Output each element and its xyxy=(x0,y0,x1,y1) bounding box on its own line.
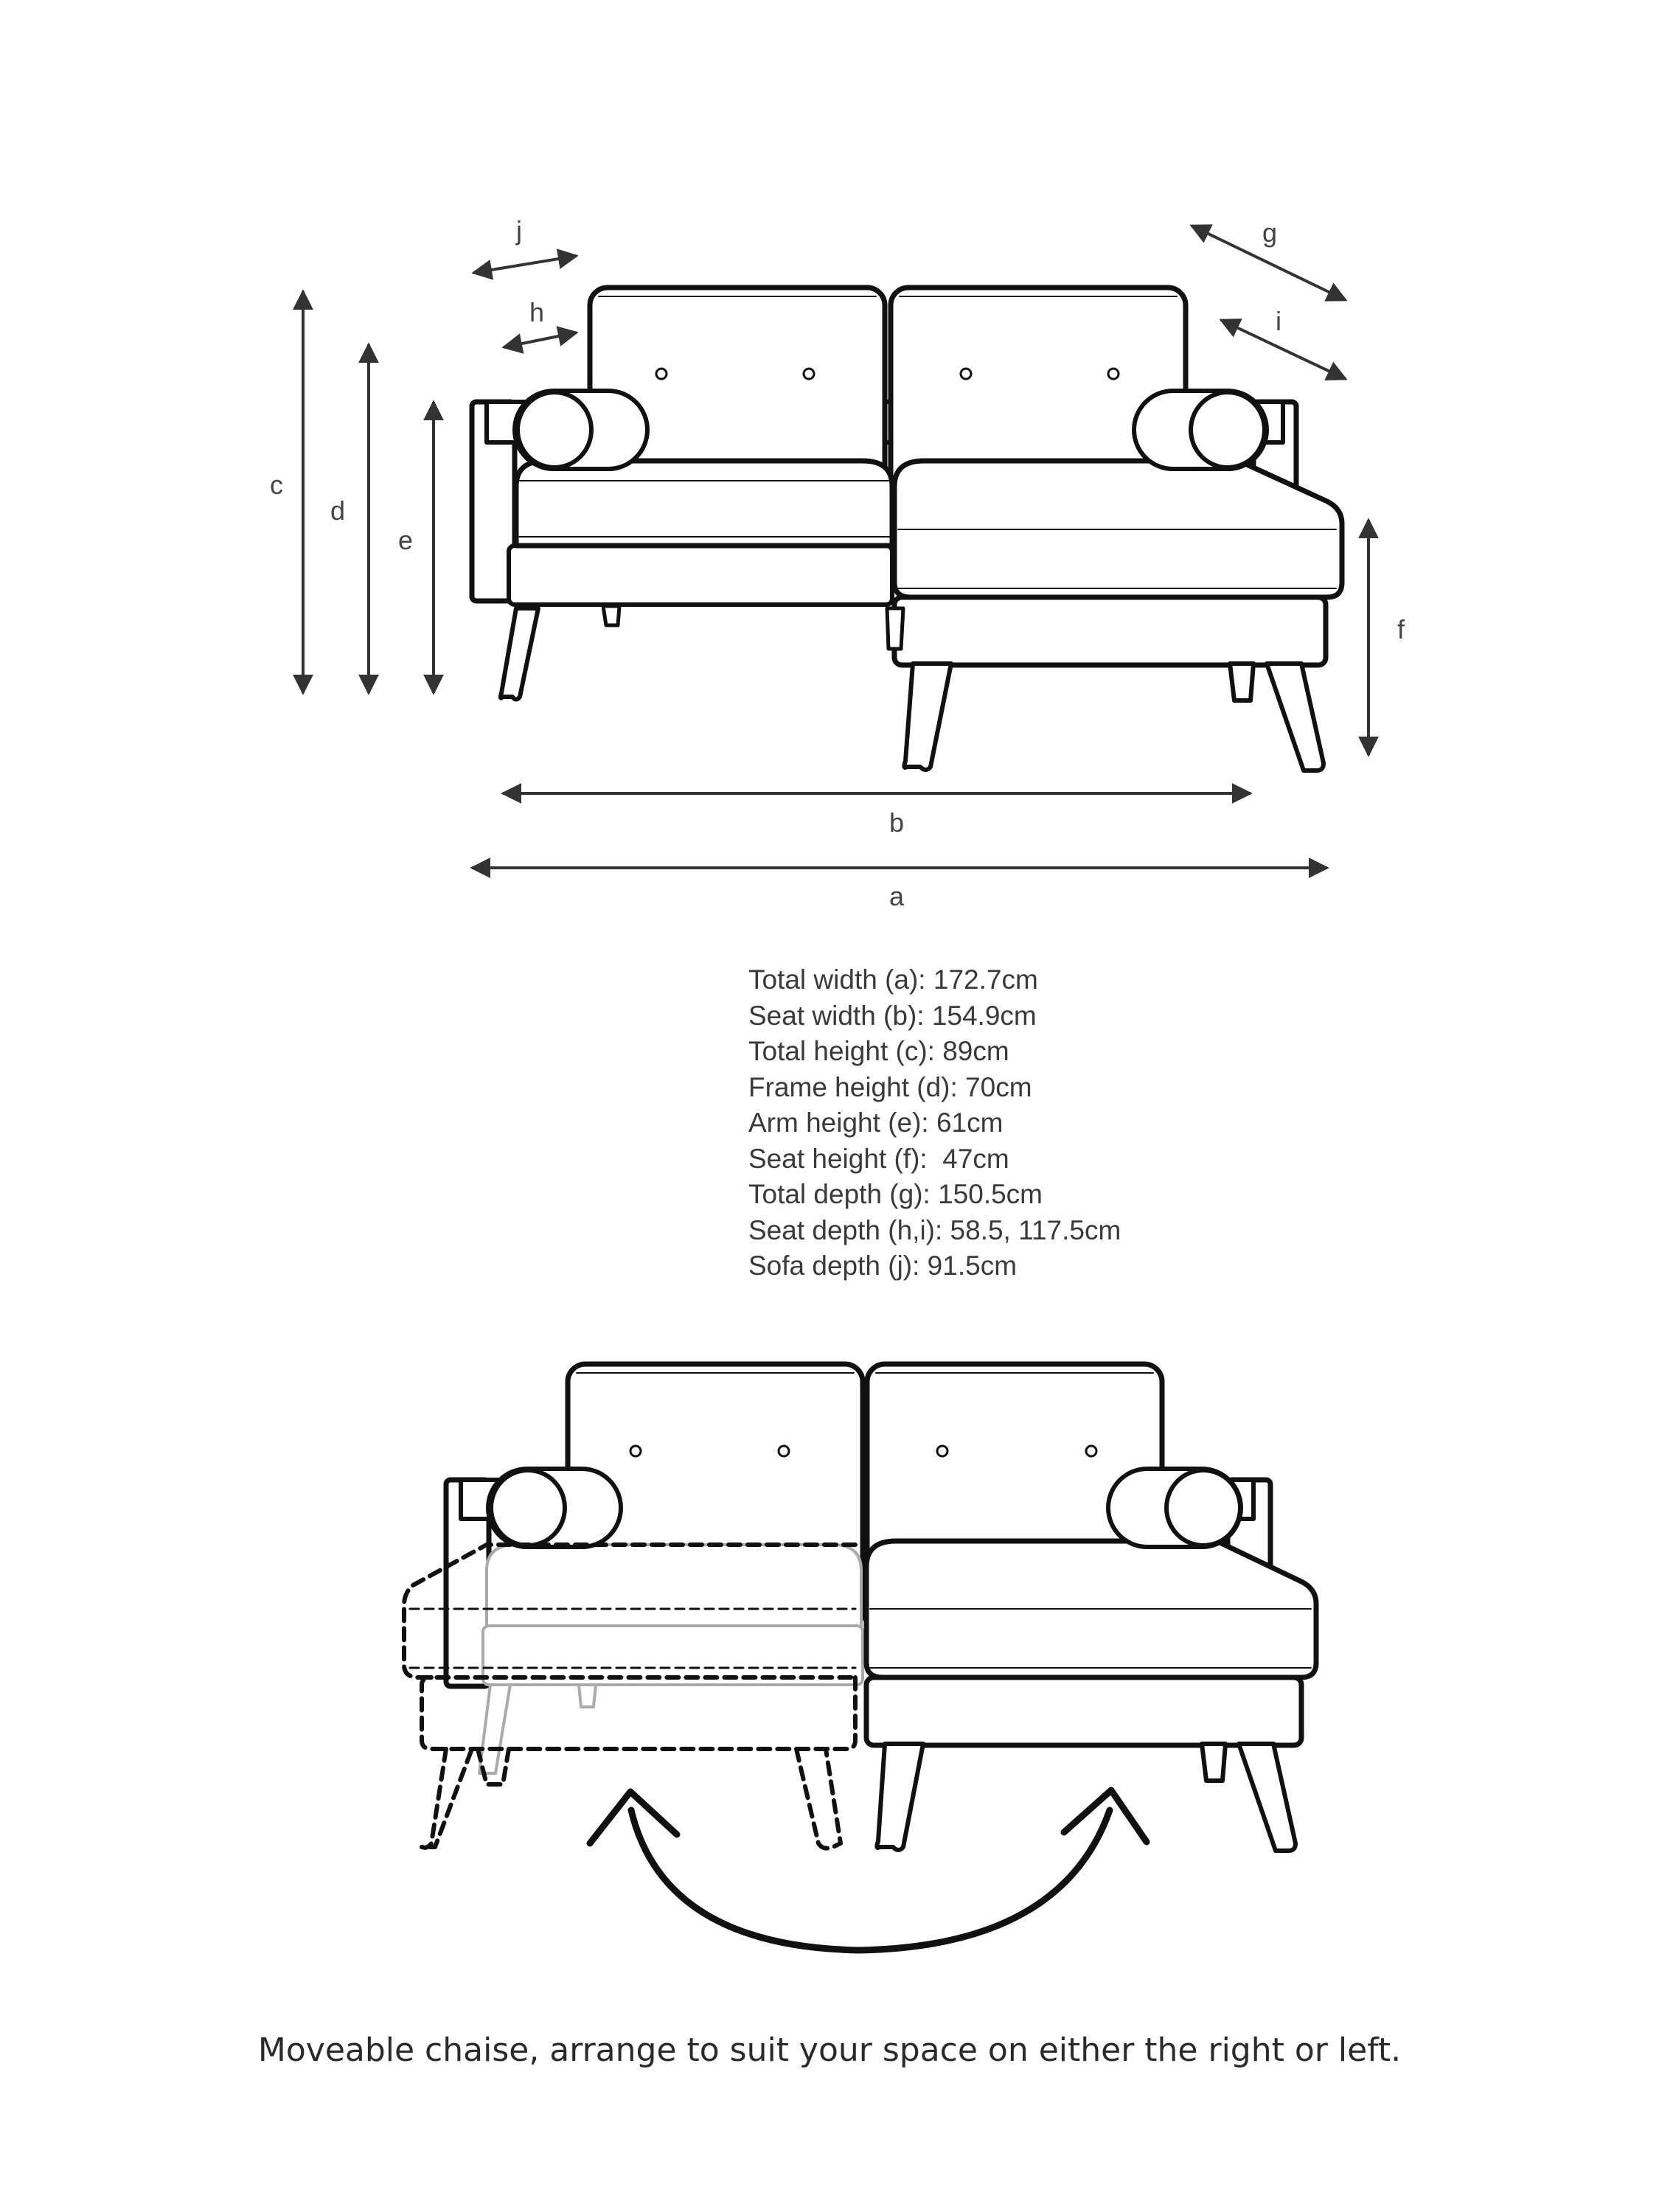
button-dot xyxy=(777,1444,790,1458)
arrow-g xyxy=(1189,224,1348,302)
arrow-j xyxy=(471,248,579,280)
leg xyxy=(1265,661,1326,773)
chaise-base xyxy=(891,594,1329,668)
dashed-chaise-outline xyxy=(402,1543,858,1851)
curved-swap-arrow xyxy=(627,1806,1113,1954)
label-d: d xyxy=(330,495,345,526)
button-dot xyxy=(1085,1444,1098,1458)
arrowhead-left xyxy=(586,1788,681,1847)
label-a: a xyxy=(889,881,905,911)
spec-seat-depth: Seat depth (h,i): 58.5, 117.5cm xyxy=(748,1214,1121,1245)
caption-text: Moveable chaise, arrange to suit your sp… xyxy=(257,2031,1402,2069)
spec-total-depth: Total depth (g): 150.5cm xyxy=(748,1179,1043,1209)
spec-sofa-depth: Sofa depth (j): 91.5cm xyxy=(748,1251,1018,1281)
leg xyxy=(902,661,953,772)
button-dot xyxy=(655,367,668,380)
button-dot xyxy=(959,367,973,380)
spec-frame-height: Frame height (d): 70cm xyxy=(748,1071,1032,1102)
spec-total-width: Total width (a): 172.7cm xyxy=(748,964,1038,995)
arrow-h xyxy=(501,326,579,354)
leg xyxy=(601,604,622,627)
leg xyxy=(1237,1742,1298,1853)
arrowhead-right xyxy=(1060,1787,1150,1846)
button-dot xyxy=(629,1444,642,1458)
label-i: i xyxy=(1276,306,1281,336)
spec-arm-height: Arm height (e): 61cm xyxy=(748,1107,1004,1138)
label-g: g xyxy=(1262,218,1277,248)
label-b: b xyxy=(889,807,904,838)
dimension-labels: c d e f b a j h g i xyxy=(270,215,1405,911)
leg xyxy=(1200,1742,1228,1783)
button-dot xyxy=(936,1444,949,1458)
button-dot xyxy=(802,367,815,380)
label-c: c xyxy=(270,470,283,500)
leg xyxy=(885,606,905,651)
label-j: j xyxy=(515,215,522,246)
chaise-base xyxy=(863,1674,1304,1748)
spec-total-height: Total height (c): 89cm xyxy=(748,1036,1009,1066)
top-sofa-drawing xyxy=(469,285,1345,773)
leg xyxy=(498,606,540,702)
label-f: f xyxy=(1397,614,1405,644)
spec-seat-width: Seat width (b): 154.9cm xyxy=(748,1000,1037,1031)
button-dot xyxy=(1107,367,1120,380)
label-e: e xyxy=(398,525,413,555)
left-base xyxy=(507,543,894,607)
spec-seat-height: Seat height (f): 47cm xyxy=(748,1143,1009,1174)
arrow-i xyxy=(1219,319,1348,380)
dimension-arrows xyxy=(293,224,1379,878)
label-h: h xyxy=(529,297,544,327)
leg xyxy=(1228,661,1256,703)
left-seat-cushion xyxy=(513,458,895,549)
dimension-spec-list: Total width (a): 172.7cm Seat width (b):… xyxy=(748,962,1265,1284)
bottom-sofa-drawing xyxy=(402,1361,1319,1954)
leg xyxy=(874,1742,925,1852)
